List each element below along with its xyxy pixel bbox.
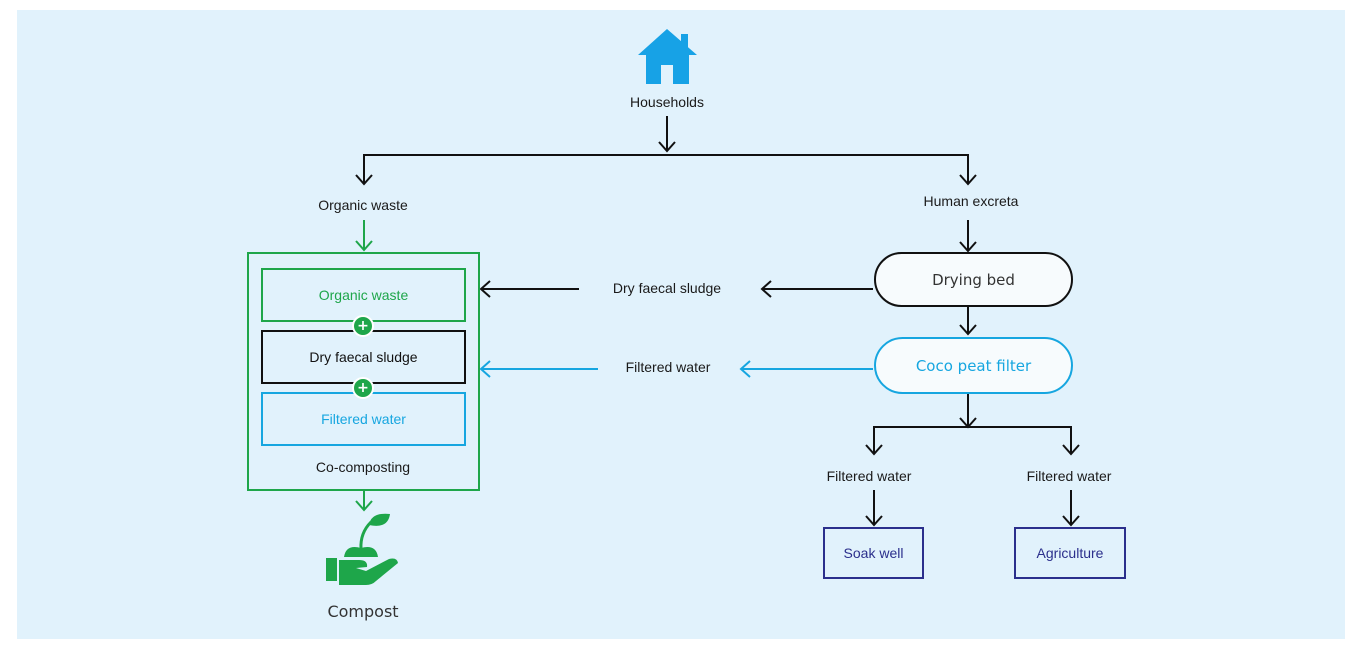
arrowhead-sludge-label (760, 280, 772, 298)
flow-label-filtered-water-agri: Filtered water (1026, 468, 1112, 484)
house-door-icon (661, 65, 673, 84)
arrowhead-sludge-box (479, 280, 491, 298)
flow-label-filtered-water: Filtered water (625, 359, 711, 375)
arrowhead-filter-right (1062, 444, 1080, 456)
node-compost: Compost (327, 602, 399, 621)
plus-icon: + (352, 315, 374, 337)
node-human-excreta: Human excreta (923, 193, 1019, 209)
input-organic-waste: Organic waste (261, 268, 466, 322)
co-composting-container (247, 252, 480, 491)
arrowhead-soak-well (865, 515, 883, 527)
arrowhead-filter-left (865, 444, 883, 456)
arrowhead-filter (959, 417, 977, 429)
connector-filter-split (873, 393, 1072, 453)
plant-in-hand-icon (326, 513, 398, 585)
arrowhead-households (658, 141, 676, 153)
node-households: Households (630, 94, 704, 110)
node-drying-bed: Drying bed (874, 252, 1073, 307)
node-agriculture: Agriculture (1014, 527, 1126, 579)
input-filtered-water: Filtered water (261, 392, 466, 446)
node-soak-well: Soak well (823, 527, 924, 579)
arrowhead-compost (355, 500, 373, 512)
arrowhead-agriculture (1062, 515, 1080, 527)
node-organic-waste: Organic waste (318, 197, 408, 213)
arrowhead-water-label (739, 360, 751, 378)
diagram-background (17, 10, 1345, 639)
arrowhead-organic-waste (355, 240, 373, 252)
flow-label-dry-faecal-sludge: Dry faecal sludge (612, 280, 722, 296)
arrowhead-drying-bed (959, 324, 977, 336)
connector-split (363, 154, 969, 183)
arrowhead-split-right (959, 174, 977, 186)
node-coco-peat-filter: Coco peat filter (874, 337, 1073, 394)
arrowhead-split-left (355, 174, 373, 186)
flow-label-filtered-water-soak: Filtered water (826, 468, 912, 484)
arrowhead-water-box (479, 360, 491, 378)
house-icon (638, 29, 697, 84)
plus-icon: + (352, 377, 374, 399)
co-composting-title: Co-composting (315, 459, 411, 475)
input-dry-faecal-sludge: Dry faecal sludge (261, 330, 466, 384)
arrowhead-human-excreta (959, 241, 977, 253)
